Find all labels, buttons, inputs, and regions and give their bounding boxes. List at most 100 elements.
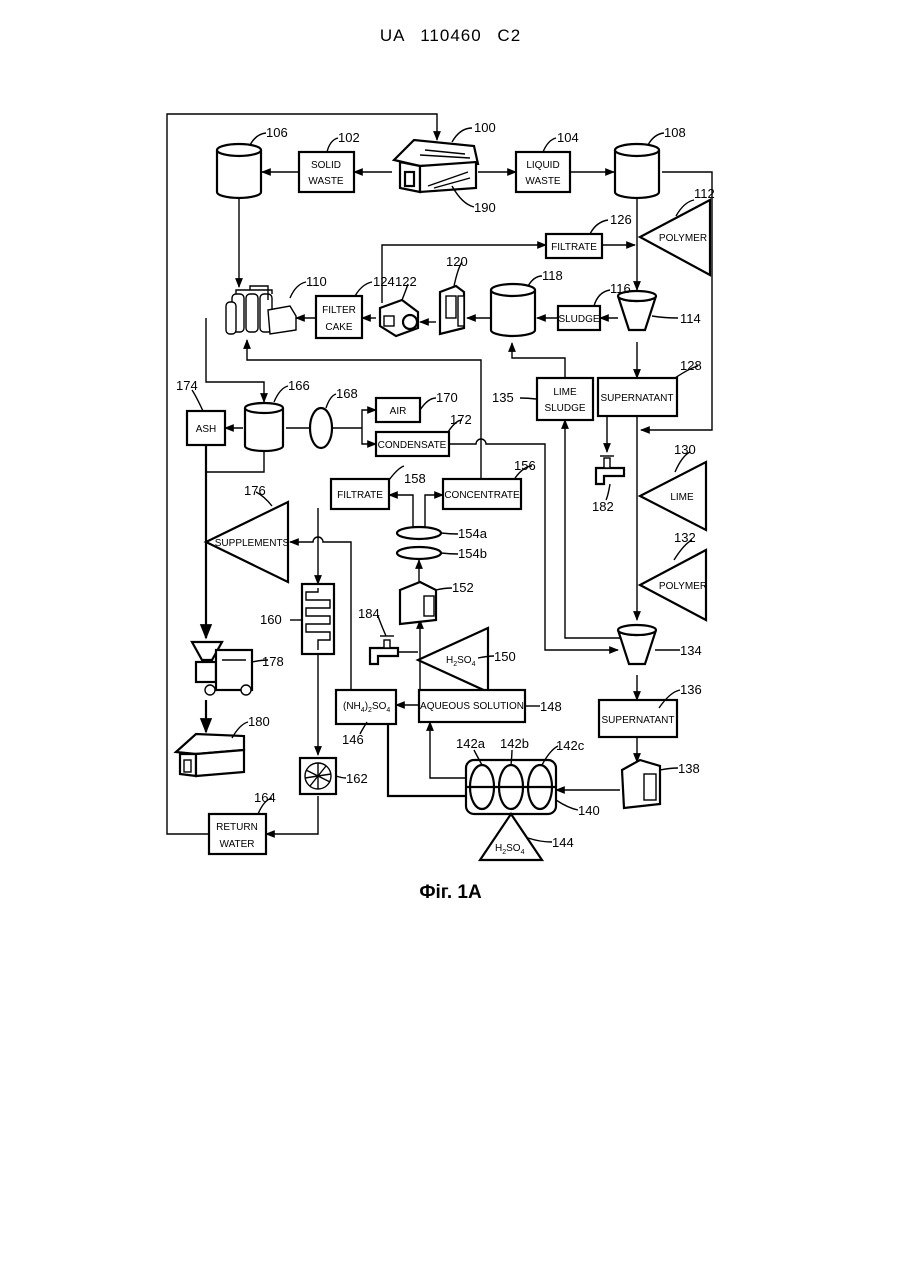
ref-182: 182: [592, 499, 614, 514]
air-label: AIR: [390, 406, 407, 417]
digester-array-icon: [226, 286, 296, 334]
ref-124: 124: [373, 274, 395, 289]
lime-sludge-label-line1: LIME: [553, 387, 577, 398]
ref-168: 168: [336, 386, 358, 401]
stripping-reactor-140-icon: [466, 760, 556, 814]
154-to-concentrate: [425, 495, 443, 528]
ref-190: 190: [474, 200, 496, 215]
livestock-barn-icon: [394, 140, 478, 192]
concentrate-label: CONCENTRATE: [444, 490, 520, 501]
heat-exchanger-160-icon: [302, 584, 334, 654]
press-120-icon: [440, 286, 464, 334]
ref-132: 132: [674, 530, 696, 545]
supernatant-136-label: SUPERNATANT: [602, 715, 675, 726]
ref-136: 136: [680, 682, 702, 697]
sludge-label: SLUDGE: [558, 314, 599, 325]
liquid-waste-label-line1: LIQUID: [526, 160, 559, 171]
ref-126: 126: [610, 212, 632, 227]
ref-156: 156: [514, 458, 536, 473]
condensate-label: CONDENSATE: [378, 440, 447, 451]
ref-150: 150: [494, 649, 516, 664]
solid-waste-label-line2: WASTE: [308, 176, 344, 187]
166-to-left-line: [206, 452, 264, 472]
ref-164: 164: [254, 790, 276, 805]
ref-114: 114: [680, 311, 701, 326]
filtrate-126-label: FILTRATE: [551, 242, 597, 253]
filtrate-158-label: FILTRATE: [337, 490, 383, 501]
to-condensate: [362, 428, 376, 444]
filter-cake-label-line1: FILTER: [322, 305, 356, 316]
storage-tank-108-icon: [615, 144, 659, 198]
pelletizer-178-icon: [192, 642, 252, 695]
centrifuge-122-icon: [380, 300, 418, 336]
to-air: [362, 410, 376, 428]
storage-barn-180-icon: [176, 734, 244, 776]
storage-tank-106-icon: [217, 144, 261, 198]
aqueous-solution-label: AQUEOUS SOLUTION: [420, 701, 524, 712]
ref-146: 146: [342, 732, 364, 747]
ref-154b: 154b: [458, 546, 487, 561]
ref-158: 158: [404, 471, 426, 486]
ref-142c: 142c: [556, 738, 585, 753]
ref-160: 160: [260, 612, 282, 627]
ref-166: 166: [288, 378, 310, 393]
lime-label: LIME: [670, 492, 694, 503]
ref-128: 128: [680, 358, 702, 373]
ref-108: 108: [664, 125, 686, 140]
clarifier-114-icon: [618, 291, 656, 330]
ash-label: ASH: [196, 424, 217, 435]
clarifier-134-icon: [618, 625, 656, 664]
storage-tank-118-icon: [491, 284, 535, 336]
ref-180: 180: [248, 714, 270, 729]
supplements-label: SUPPLEMENTS: [215, 538, 290, 549]
tap-182-icon: [596, 456, 624, 484]
140-to-ammonium: [388, 724, 466, 796]
polymer-132-label: POLYMER: [659, 581, 707, 592]
lime-sludge-to-118: [512, 343, 565, 378]
ref-106: 106: [266, 125, 288, 140]
ref-110: 110: [306, 274, 327, 289]
ref-135: 135: [492, 390, 514, 405]
ref-170: 170: [436, 390, 458, 405]
separator-168-icon: [310, 408, 332, 448]
return-water-label-line2: WATER: [220, 839, 255, 850]
liquid-waste-label-line2: WASTE: [525, 176, 561, 187]
press-152-icon: [400, 582, 436, 624]
lime-sludge-label-line2: SLUDGE: [544, 403, 585, 414]
ref-100: 100: [474, 120, 496, 135]
press-138-icon: [622, 760, 660, 808]
ref-134: 134: [680, 643, 702, 658]
membrane-154b-icon: [397, 547, 441, 559]
return-water-label-line1: RETURN: [216, 822, 258, 833]
ref-138: 138: [678, 761, 700, 776]
polymer-112-label: POLYMER: [659, 233, 707, 244]
ref-120: 120: [446, 254, 468, 269]
ref-142b: 142b: [500, 736, 529, 751]
ref-154a: 154a: [458, 526, 488, 541]
membrane-154a-icon: [397, 527, 441, 539]
ref-174: 174: [176, 378, 198, 393]
ref-178: 178: [262, 654, 284, 669]
cooling-fan-162-icon: [300, 758, 336, 794]
ref-144: 144: [552, 835, 574, 850]
ref-104: 104: [557, 130, 579, 145]
solid-waste-label-line1: SOLID: [311, 160, 341, 171]
supernatant-128-label: SUPERNATANT: [601, 393, 674, 404]
ref-162: 162: [346, 771, 368, 786]
ref-118: 118: [542, 268, 563, 283]
ref-116: 116: [610, 281, 631, 296]
ref-142a: 142a: [456, 736, 486, 751]
filter-cake-label-line2: CAKE: [325, 322, 353, 333]
134-to-lime-sludge: [565, 420, 620, 638]
figure-caption: Фіг. 1A: [0, 882, 901, 904]
ref-112: 112: [694, 186, 715, 201]
ref-172: 172: [450, 412, 472, 427]
ref-176: 176: [244, 483, 266, 498]
ref-102: 102: [338, 130, 360, 145]
ref-130: 130: [674, 442, 696, 457]
ref-122: 122: [395, 274, 417, 289]
return-loop-line: [167, 114, 437, 834]
154-to-filtrate: [389, 495, 413, 528]
tap-184-icon: [370, 636, 418, 664]
